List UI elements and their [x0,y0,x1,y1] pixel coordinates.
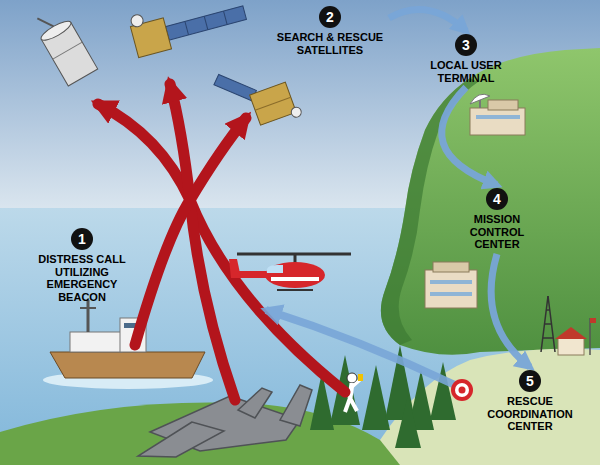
flow-arrow [442,87,497,185]
satellite [130,13,145,28]
satellite [290,106,303,119]
satellite [250,82,297,125]
mission-control-center [425,270,477,308]
rescue-arrow [266,310,455,385]
local-user-terminal [470,108,525,135]
hiker [352,380,360,387]
rescue-station [555,327,587,339]
local-user-terminal [479,100,481,108]
callout-number: 5 [519,370,541,392]
callout-number: 2 [319,6,341,28]
helicopter [229,254,351,290]
local-user-terminal [476,115,520,119]
radio-tower [543,337,553,339]
satellite [185,21,189,35]
hiker [358,374,363,381]
rescue-target [451,379,473,401]
step-label: 2SEARCH & RESCUE SATELLITES [274,6,386,56]
satellite [37,13,53,31]
callout-number: 3 [455,34,477,56]
hiker [347,373,357,383]
local-user-terminal [488,100,518,110]
step-label: 5RESCUE COORDINATION CENTER [480,370,580,433]
mission-control-center [430,292,472,296]
callout-number: 1 [71,228,93,250]
plane-wreck [280,385,312,426]
helicopter [265,262,325,288]
helicopter [267,265,283,273]
ship [50,352,205,378]
flow-arrow [491,254,530,367]
distress-signal [170,84,235,400]
step-text: RESCUE COORDINATION CENTER [480,395,580,433]
helicopter [294,254,297,263]
mission-control-center [430,280,472,284]
trees [362,365,390,430]
radio-tower [544,323,552,325]
hiker [350,398,357,411]
satellite [166,6,247,40]
ship [87,300,90,332]
radio-tower [541,296,555,352]
coast-cliff [381,78,478,345]
step-text: MISSION CONTROL CENTER [461,213,533,251]
rescue-target [451,379,473,401]
step-text: SEARCH & RESCUE SATELLITES [274,31,386,56]
satellite [53,42,82,59]
helicopter [229,259,241,278]
distress-signal [135,118,246,345]
rescue-target [455,383,469,397]
rescue-station [555,318,596,355]
mission-control-center [425,262,477,308]
hiker [350,383,352,398]
step-text: DISTRESS CALL UTILIZING EMERGENCY BEACON [34,253,130,304]
flow-arrow [389,10,466,31]
helicopter [271,277,319,281]
plane-wreck [138,385,312,457]
plane-wreck [238,388,272,418]
rescue-station [590,318,596,323]
step-label: 4MISSION CONTROL CENTER [461,188,533,251]
trees [310,345,456,448]
trees [395,395,421,448]
step-label: 3LOCAL USER TERMINAL [425,34,507,84]
callout-number: 4 [486,188,508,210]
step-text: LOCAL USER TERMINAL [425,59,507,84]
satellite [224,11,228,25]
helicopter [277,289,313,291]
satellite [128,0,249,58]
rescue-station [589,318,591,355]
ship [43,300,213,389]
plane-wreck [138,422,224,457]
rescue-target [459,387,466,394]
satellite [31,5,97,86]
satellite [255,97,291,110]
distress-signal [98,84,345,400]
rescue-station [558,338,584,355]
step-label: 1DISTRESS CALL UTILIZING EMERGENCY BEACO… [34,228,130,304]
local-user-terminal [470,94,525,135]
ship [80,307,96,309]
radio-tower [546,309,550,311]
mission-control-center [433,262,469,272]
satellite [204,16,208,30]
ship [70,332,122,352]
satellite [211,64,259,111]
satellite [211,52,303,140]
